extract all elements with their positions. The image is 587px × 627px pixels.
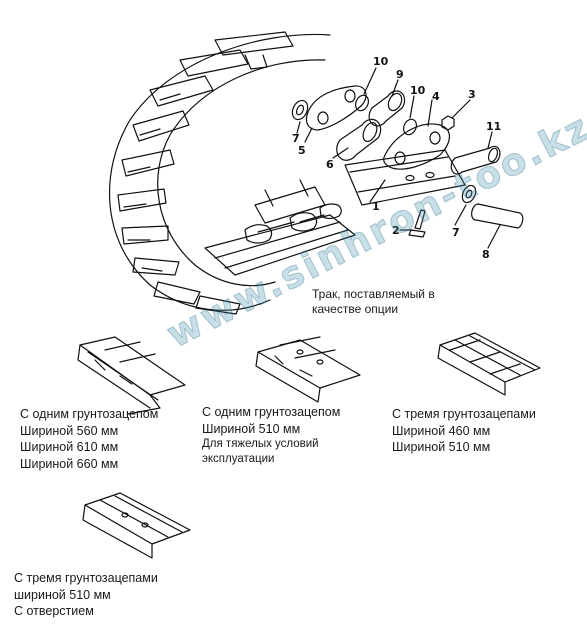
shoe-single-grouser-wide-icon [77,336,186,415]
optional-shoe-note-line1: Трак, поставляемый в [312,287,435,301]
optional-shoe-note: Трак, поставляемый в качестве опции [312,287,435,317]
shoe-single-grouser-heavy-icon [255,336,361,403]
caption-line: Шириной 510 мм [202,421,301,436]
callout-5: 5 [298,144,306,157]
caption-triple-grouser: С тремя грунтозацепами Шириной 460 мм Ши… [392,406,536,456]
caption-line: шириной 510 мм [14,587,111,602]
callout-2: 2 [392,224,400,237]
caption-line: С одним грунтозацепом [20,407,159,421]
callout-7-left: 7 [292,132,300,145]
caption-line: С тремя грунтозацепами [14,571,158,585]
caption-line: Шириной 560 мм [20,423,119,438]
exploded-parts [291,67,524,249]
shoe-triple-grouser-hole-icon [82,492,191,559]
caption-line: С отверстием [14,604,94,618]
callout-8: 8 [482,248,490,261]
caption-line: Для тяжелых условий [202,438,319,450]
callout-3: 3 [468,88,476,101]
caption-line: Шириной 660 мм [20,456,119,471]
caption-line: С одним грунтозацепом [202,405,341,419]
callout-10-lower: 10 [410,84,426,97]
caption-line: Шириной 460 мм [392,423,491,438]
callout-1: 1 [372,200,380,213]
optional-shoe-note-line2: качестве опции [312,302,399,316]
caption-single-grouser-wide: С одним грунтозацепом Шириной 560 мм Шир… [20,406,158,472]
callout-10-upper: 10 [373,55,389,68]
caption-single-grouser-heavy: С одним грунтозацепом Шириной 510 мм Для… [202,404,340,467]
shoe-triple-grouser-icon [437,332,541,396]
caption-line: Шириной 510 мм [392,440,491,454]
callout-7-right: 7 [452,226,460,239]
callout-11: 11 [486,120,502,133]
track-chain [108,31,356,315]
caption-triple-grouser-hole: С тремя грунтозацепами шириной 510 мм С … [14,570,158,620]
callout-9: 9 [396,68,404,81]
callout-4: 4 [432,90,440,103]
caption-line: Шириной 610 мм [20,440,119,454]
callout-6: 6 [326,158,334,171]
caption-line: эксплуатации [202,453,275,465]
caption-line: С тремя грунтозацепами [392,407,536,421]
